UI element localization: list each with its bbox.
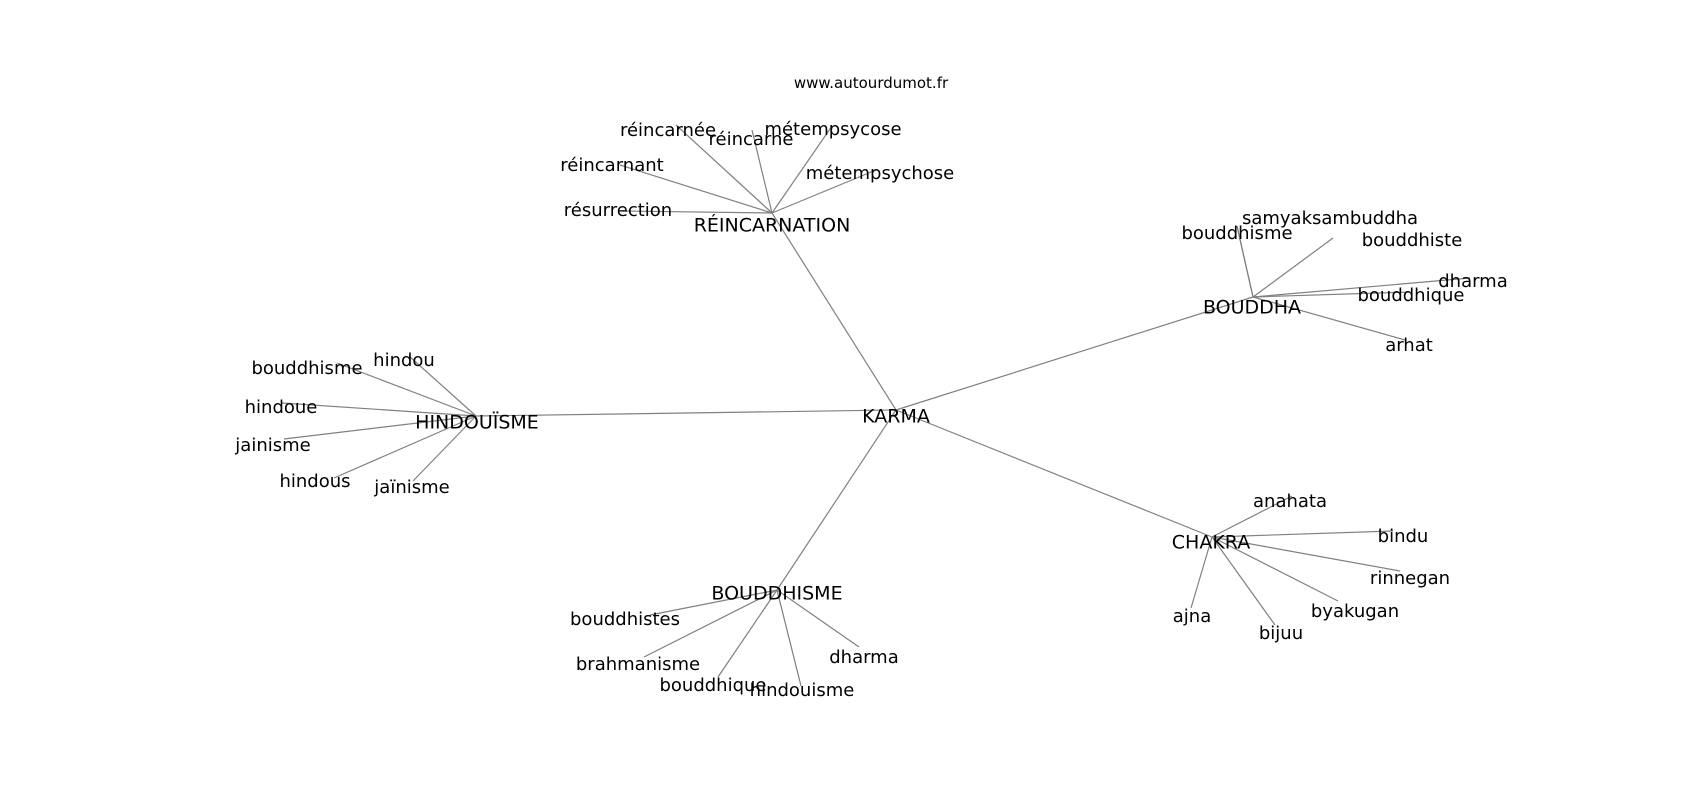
word-node: bouddhistes <box>570 609 680 630</box>
hub-node: BOUDDHISME <box>711 583 842 605</box>
word-node: ajna <box>1173 606 1211 627</box>
edge-hub-to-word <box>408 355 477 417</box>
edge-center-to-hub <box>771 212 897 411</box>
edge-center-to-hub <box>475 409 897 417</box>
edge-hub-to-word <box>1190 536 1213 609</box>
edge-hub-to-word <box>619 164 773 214</box>
edge-center-to-hub <box>895 409 1213 538</box>
edge-hub-to-word <box>717 589 778 678</box>
word-node: hindou <box>373 350 435 371</box>
edge-hub-to-word <box>412 415 477 482</box>
labels-layer: www.autourdumot.fr réincarnéeréincarnemé… <box>234 74 1507 701</box>
word-node: bouddhisme <box>1181 223 1292 244</box>
word-node: réincarne <box>709 129 794 150</box>
edge-hub-to-word <box>336 362 477 417</box>
word-node: réincarnée <box>620 120 716 141</box>
word-node: samyaksambuddha <box>1242 208 1418 229</box>
center-node: KARMA <box>862 406 930 428</box>
word-node: hindouisme <box>750 680 855 701</box>
edge-hub-to-word <box>283 415 477 440</box>
word-node: anahata <box>1253 491 1327 512</box>
edge-hub-to-word <box>1252 237 1334 298</box>
hub-node: RÉINCARNATION <box>694 214 851 237</box>
word-node: bouddhisme <box>251 358 362 379</box>
edge-center-to-hub <box>776 409 897 591</box>
word-node: réincarnant <box>560 155 663 176</box>
word-node: hindoue <box>245 397 318 418</box>
edge-hub-to-word <box>751 129 773 214</box>
hub-node: CHAKRA <box>1172 532 1250 554</box>
source-label: www.autourdumot.fr <box>794 74 949 92</box>
word-node: bijuu <box>1259 623 1303 644</box>
word-node: métempsycose <box>764 119 901 140</box>
edge-hub-to-word <box>771 169 877 214</box>
word-node: arhat <box>1385 335 1433 356</box>
edge-hub-to-word <box>776 589 860 648</box>
edge-hub-to-word <box>1211 536 1276 626</box>
edge-hub-to-word <box>1252 277 1471 298</box>
edge-hub-to-word <box>643 589 778 658</box>
word-node: dharma <box>1438 271 1508 292</box>
word-node: byakugan <box>1311 601 1399 622</box>
word-node: bindu <box>1378 526 1429 547</box>
word-node: résurrection <box>564 200 672 221</box>
word-node: jainisme <box>234 435 310 456</box>
word-node: brahmanisme <box>576 654 700 675</box>
hub-node: HINDOUÏSME <box>415 411 539 434</box>
word-node: bouddhiste <box>1362 230 1463 251</box>
edge-hub-to-word <box>333 415 477 479</box>
edge-hub-to-word <box>1252 291 1411 298</box>
edge-center-to-hub <box>895 296 1254 411</box>
hub-node: BOUDDHA <box>1203 297 1301 319</box>
edge-hub-to-word <box>1211 495 1293 538</box>
edge-hub-to-word <box>1211 536 1401 572</box>
edge-hub-to-word <box>1236 225 1254 298</box>
edge-hub-to-word <box>675 124 773 214</box>
word-node: métempsychose <box>806 163 955 184</box>
edges-layer <box>281 124 1471 687</box>
word-node: rinnegan <box>1370 568 1450 589</box>
word-node: bouddhique <box>659 675 766 696</box>
word-node: hindous <box>279 471 350 492</box>
word-node: bouddhique <box>1357 285 1464 306</box>
edge-hub-to-word <box>1252 296 1406 341</box>
edge-hub-to-word <box>1211 530 1394 538</box>
word-node: dharma <box>829 647 899 668</box>
edge-hub-to-word <box>771 125 833 214</box>
edge-hub-to-word <box>649 589 778 616</box>
word-node: jaïnisme <box>373 477 449 498</box>
edge-hub-to-word <box>621 210 773 214</box>
edge-hub-to-word <box>776 589 802 687</box>
edge-hub-to-word <box>281 402 477 417</box>
edge-hub-to-word <box>1211 536 1339 602</box>
